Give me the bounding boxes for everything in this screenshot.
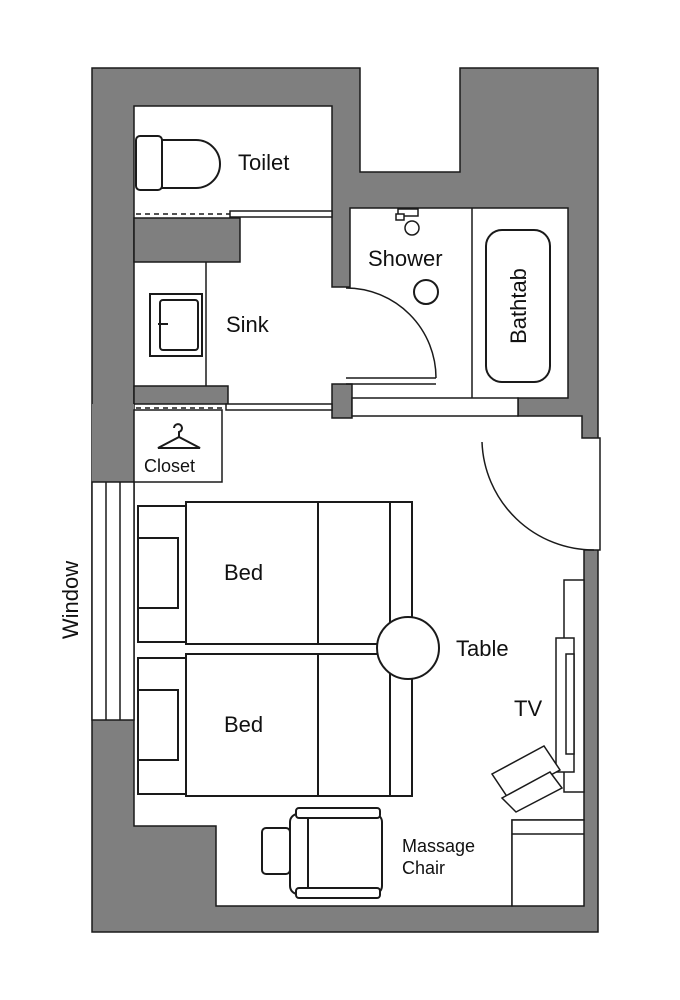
sink-sliding-door	[225, 403, 333, 411]
closet-label: Closet	[144, 456, 195, 476]
bedside-table	[376, 616, 440, 680]
tv-unit	[490, 579, 585, 907]
bathroom-threshold	[351, 397, 519, 417]
bed-1-label: Bed	[224, 560, 263, 585]
desk	[511, 819, 585, 907]
massage-chair-label-line2: Chair	[402, 858, 445, 878]
wall-pier-bath	[331, 383, 353, 419]
shower-drain	[413, 279, 439, 305]
hanger-icon	[157, 423, 201, 449]
shower-head-icon	[395, 208, 420, 236]
sink-area: Sink	[136, 262, 333, 411]
sink-label: Sink	[226, 312, 270, 337]
massage-chair-label-line1: Massage	[402, 836, 475, 856]
desk-chair	[490, 745, 564, 813]
toilet-icon	[135, 135, 221, 191]
shower-label: Shower	[368, 246, 443, 271]
bathtub-label: Bathtab	[506, 268, 531, 344]
table-label: Table	[456, 636, 509, 661]
tv-icon	[555, 637, 575, 773]
entrance-door-swing	[481, 441, 595, 551]
bed-2-label: Bed	[224, 712, 263, 737]
wall-stub-toilet	[133, 217, 241, 263]
toilet-sliding-door	[229, 210, 333, 218]
wall-left-closet	[92, 404, 134, 484]
sink-icon	[149, 293, 203, 357]
bed-2	[137, 653, 413, 797]
bed-1	[137, 501, 413, 645]
window: Window	[58, 481, 135, 721]
shower-door-swing	[345, 287, 437, 379]
wall-stub-sink	[133, 385, 229, 405]
window-label: Window	[58, 561, 83, 639]
bathtub: Bathtab	[485, 229, 551, 383]
toilet-label: Toilet	[238, 150, 289, 175]
shower-room: Shower	[345, 208, 519, 417]
closet: Closet	[133, 409, 223, 483]
massage-chair-icon	[261, 807, 383, 899]
tv-label: TV	[514, 696, 542, 721]
toilet-room: Toilet	[135, 135, 333, 218]
